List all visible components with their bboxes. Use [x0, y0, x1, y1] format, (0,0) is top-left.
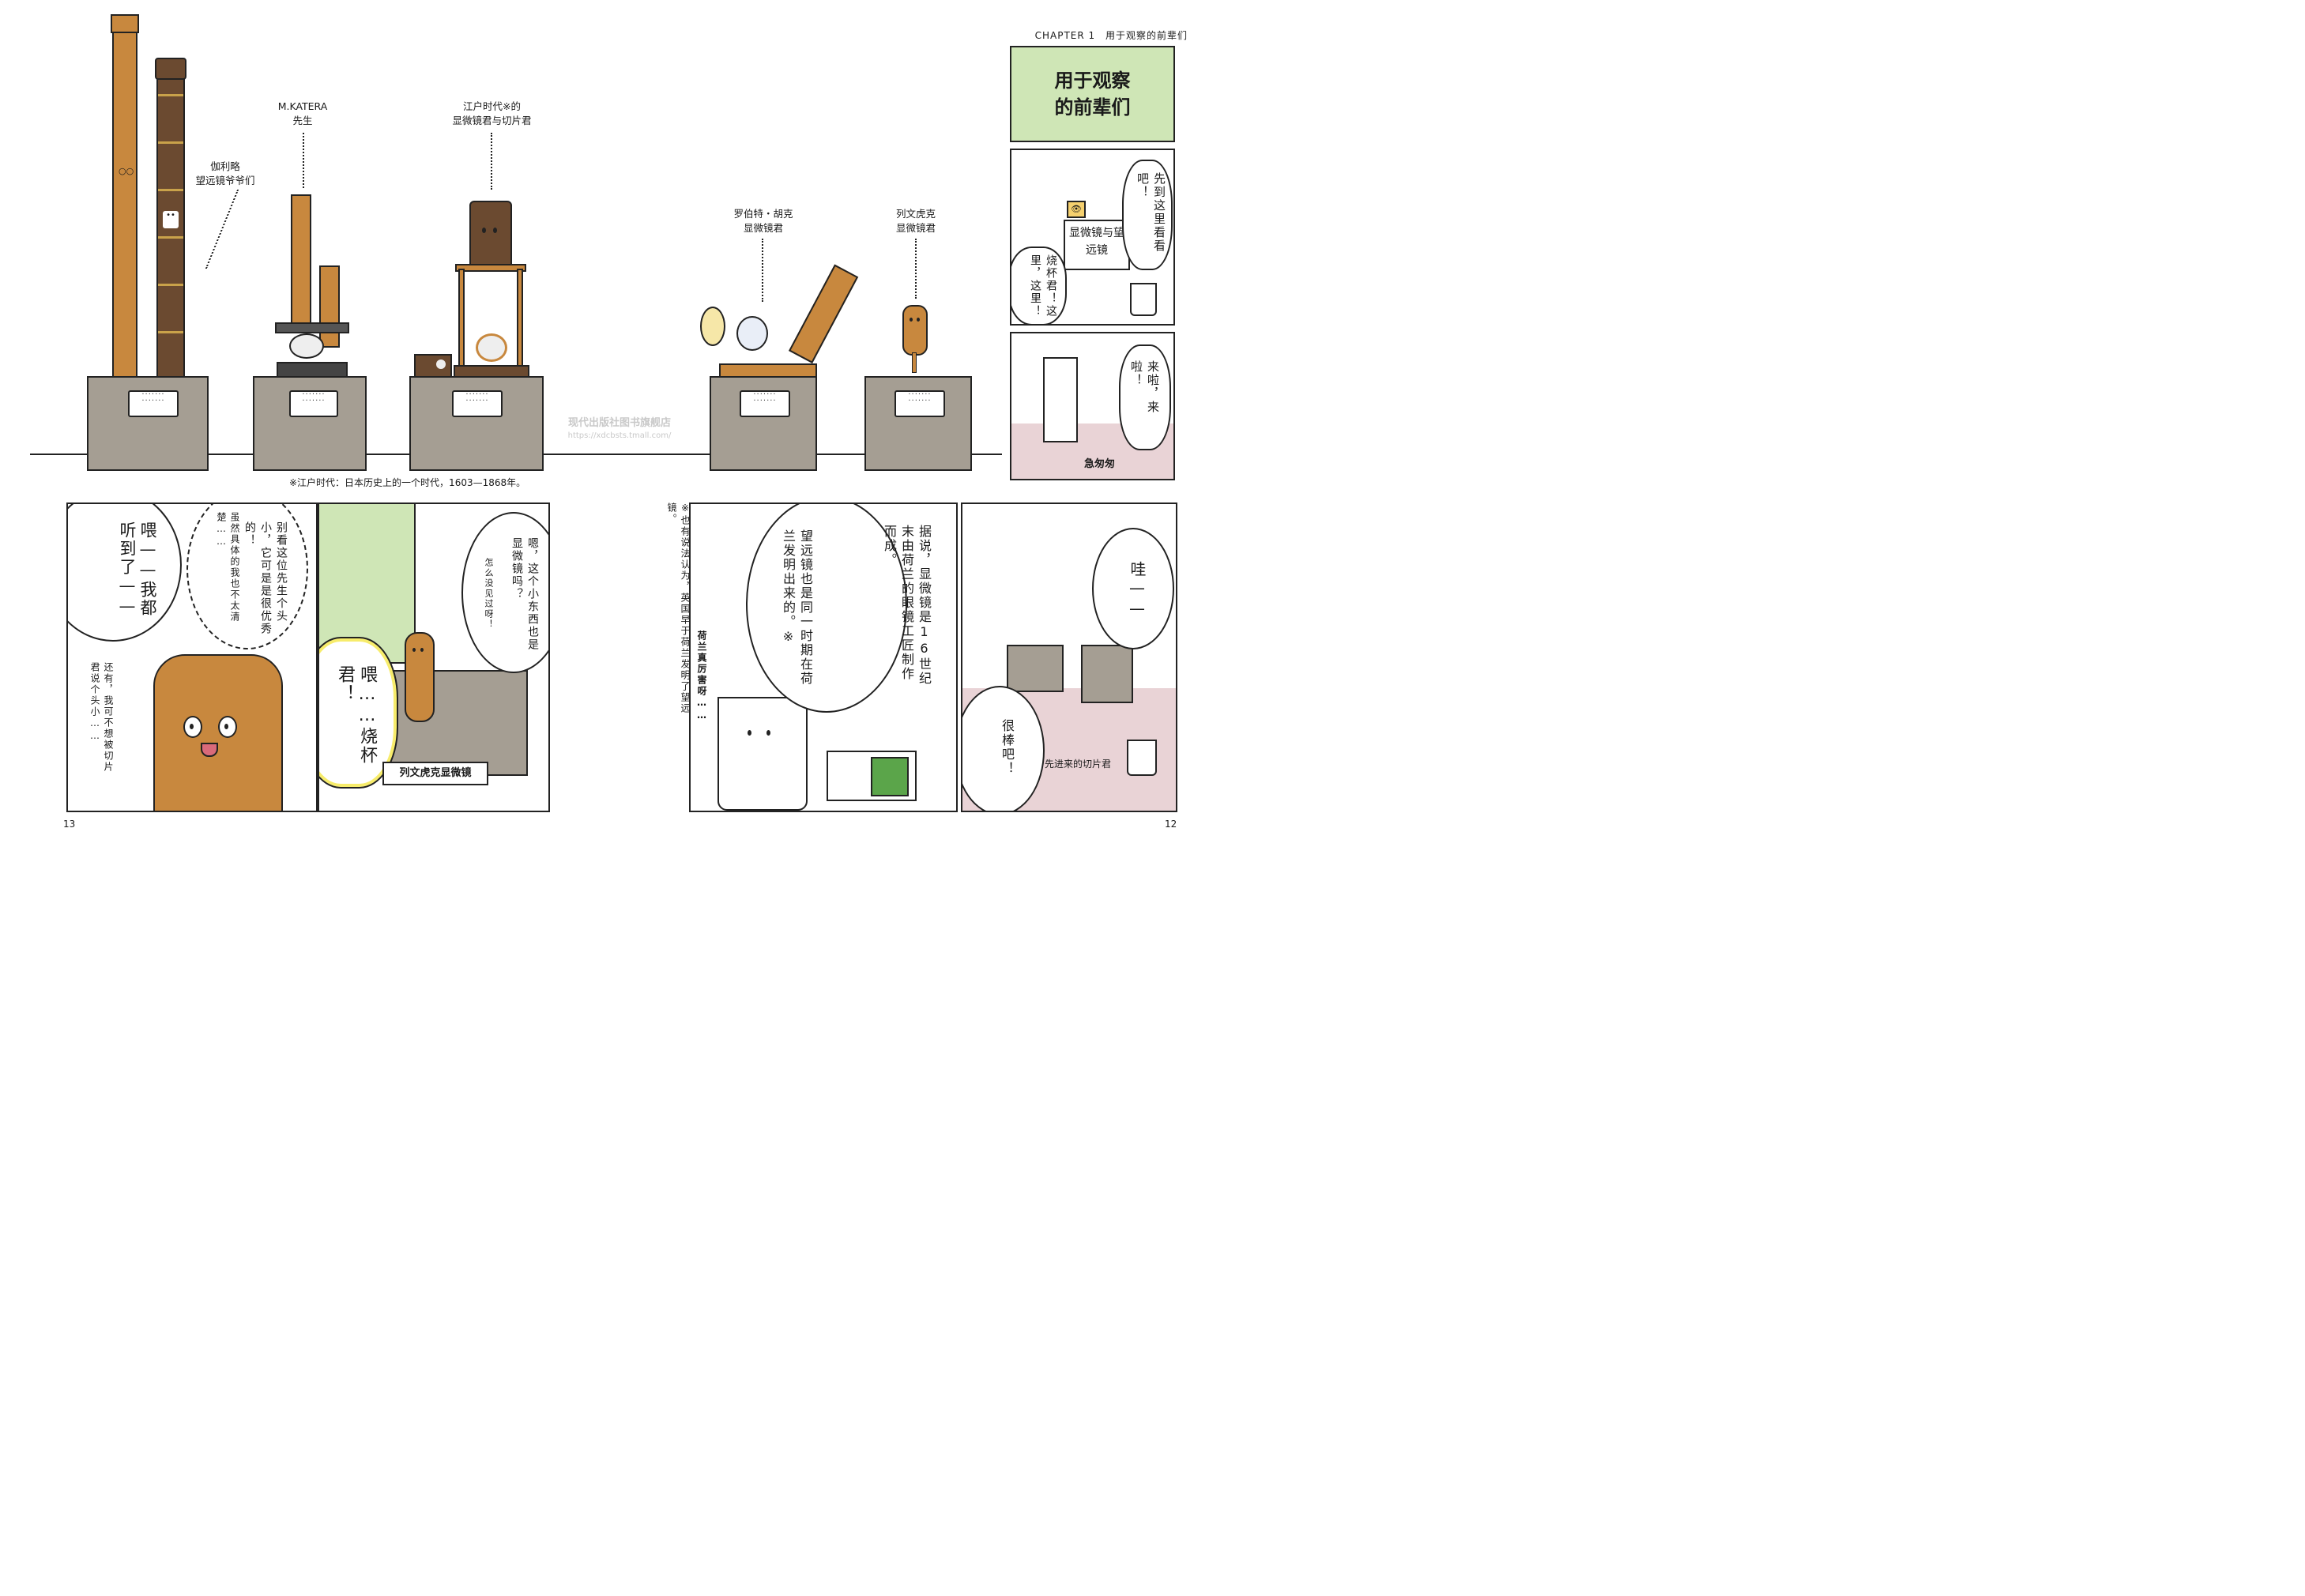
eye-sign-icon: 👁 [1067, 201, 1086, 218]
panel-2: 来啦，来啦！ 急匆匆 [1010, 332, 1175, 480]
beaker-small [1130, 283, 1157, 316]
panel-4: 哇—— 很棒吧！ 先进来的切片君 [961, 503, 1177, 812]
panel6-speech: 嗯，这个小东西也是显微镜吗？ 怎么没见过呀！ [461, 512, 548, 673]
leeuwenhoek-label-line2: 显微镜君 [895, 222, 936, 234]
panel-1: 显微镜与望远镜 👁 先到这里看看吧！ 烧杯君！这里，这里！ [1010, 149, 1175, 326]
panel2-speech: 来啦，来啦！ [1119, 344, 1171, 450]
hooke-pointer [762, 239, 763, 302]
pedestal-hooke: ······· ······· [710, 376, 817, 471]
panel1-speech-1: 先到这里看看吧！ [1122, 160, 1173, 270]
title-box: 用于观察 的前辈们 [1010, 46, 1175, 142]
microscope-leeuwenhoek [902, 305, 928, 375]
watermark-url: https://xdcbsts.tmall.com/ [567, 431, 672, 440]
edo-label: 江户时代※的 显微镜君与切片君 [439, 100, 545, 128]
panel4-caption: 先进来的切片君 [1045, 758, 1112, 770]
leeuwenhoek-pointer [915, 239, 917, 299]
panel3-speech: 望远镜也是同一时期在荷兰发明出来的。※ [746, 504, 907, 713]
galileo-label-line2: 望远镜爷爷们 [195, 175, 255, 186]
galileo-label: 伽利略 望远镜爷爷们 [182, 160, 269, 188]
telescope-striped: •• [155, 58, 186, 381]
microscope-katera [275, 194, 349, 381]
sign-board: 显微镜与望远镜 [1064, 220, 1130, 270]
plaque-katera: ······· ······· [289, 390, 338, 417]
page-number-left: 13 [63, 819, 76, 830]
title-line-2: 的前辈们 [1054, 96, 1131, 119]
pedestal-leeuwenhoek: ······· ······· [864, 376, 972, 471]
plaque-edo: ······· ······· [452, 390, 503, 417]
panel5-thought: 别看这位先生个头小，它可是是很优秀的！ 虽然具体的我也不太清楚…… [186, 504, 308, 649]
hooke-label: 罗伯特・胡克 显微镜君 [716, 207, 811, 235]
microscope-edo [454, 201, 529, 378]
display-case-2 [1081, 645, 1133, 703]
katera-label-line2: 先生 [292, 115, 313, 126]
pedestal-edo: ······· ······· [409, 376, 544, 471]
chapter-header: CHAPTER 1 用于观察的前辈们 [1035, 28, 1188, 42]
edo-pointer [491, 133, 492, 190]
edo-footnote: ※江户时代：日本历史上的一个时代，1603—1868年。 [289, 477, 526, 488]
panel-6: 嗯，这个小东西也是显微镜吗？ 怎么没见过呀！ 喂……烧杯君！ 列文虎克显微镜 [318, 503, 550, 812]
beaker-large [717, 697, 808, 811]
telescope-tall: ○○ [111, 14, 139, 381]
doorway [1043, 357, 1078, 442]
panel4-speech-2: 很棒吧！ [962, 686, 1045, 811]
panel5-speech-2: 还有，我可不想被切片君说个头小…… [89, 662, 114, 773]
pedestal-galileo: ······· ······· [87, 376, 209, 471]
panel3-small-text: 荷兰真厉害呀…… [696, 630, 707, 722]
panel2-sfx: 急匆匆 [1084, 458, 1116, 470]
slide-box [414, 354, 452, 378]
watermark: 现代出版社图书旗舰店 https://xdcbsts.tmall.com/ [540, 417, 699, 442]
edo-label-line1: 江户时代※的 [463, 100, 521, 112]
chapter-title: 用于观察的前辈们 [1105, 30, 1188, 41]
slide-character [827, 751, 917, 801]
plaque-galileo: ······· ······· [128, 390, 179, 417]
chapter-number: CHAPTER 1 [1034, 30, 1096, 41]
microscope-hooke [700, 245, 859, 378]
panel-3: 望远镜也是同一时期在荷兰发明出来的。※ 据说，显微镜是16世纪末由荷兰的眼镜工匠… [689, 503, 958, 812]
page-number-right: 12 [1165, 819, 1177, 830]
microscope-closeup [153, 654, 283, 811]
panel3-narration: 据说，显微镜是16世纪末由荷兰的眼镜工匠制作而成。 [882, 525, 932, 686]
panel-5: 喂——我都听到了—— 别看这位先生个头小，它可是是很优秀的！ 虽然具体的我也不太… [66, 503, 318, 812]
galileo-label-line1: 伽利略 [210, 160, 240, 172]
hooke-label-line2: 显微镜君 [743, 222, 783, 234]
panel3-footnote: ※也有说法认为，英国早于荷兰发明了望远镜。 [666, 503, 691, 714]
panel4-speech-1: 哇—— [1092, 528, 1174, 649]
plaque-leeuwenhoek: ······· ······· [895, 390, 945, 417]
katera-pointer [303, 133, 304, 188]
panel1-speech-2: 烧杯君！这里，这里！ [1011, 247, 1067, 324]
katera-label-line1: M.KATERA [277, 100, 328, 112]
panel6-plate: 列文虎克显微镜 [382, 762, 488, 785]
title-line-1: 用于观察 [1054, 70, 1131, 92]
plaque-hooke: ······· ······· [740, 390, 790, 417]
hooke-label-line1: 罗伯特・胡克 [733, 208, 793, 220]
display-case-1 [1007, 645, 1064, 692]
edo-label-line2: 显微镜君与切片君 [452, 115, 532, 126]
katera-label: M.KATERA 先生 [259, 100, 346, 128]
beaker-small-p4 [1127, 740, 1157, 776]
panel5-speech-1: 喂——我都听到了—— [68, 504, 182, 642]
leeuwenhoek-closeup [405, 632, 435, 722]
panel6-shout: 喂……烧杯君！ [319, 637, 398, 789]
leeuwenhoek-label-line1: 列文虎克 [895, 208, 936, 220]
watermark-shop: 现代出版社图书旗舰店 [567, 417, 671, 429]
window-frame [319, 504, 416, 664]
leeuwenhoek-label: 列文虎克 显微镜君 [872, 207, 959, 235]
pedestal-katera: ······· ······· [253, 376, 367, 471]
